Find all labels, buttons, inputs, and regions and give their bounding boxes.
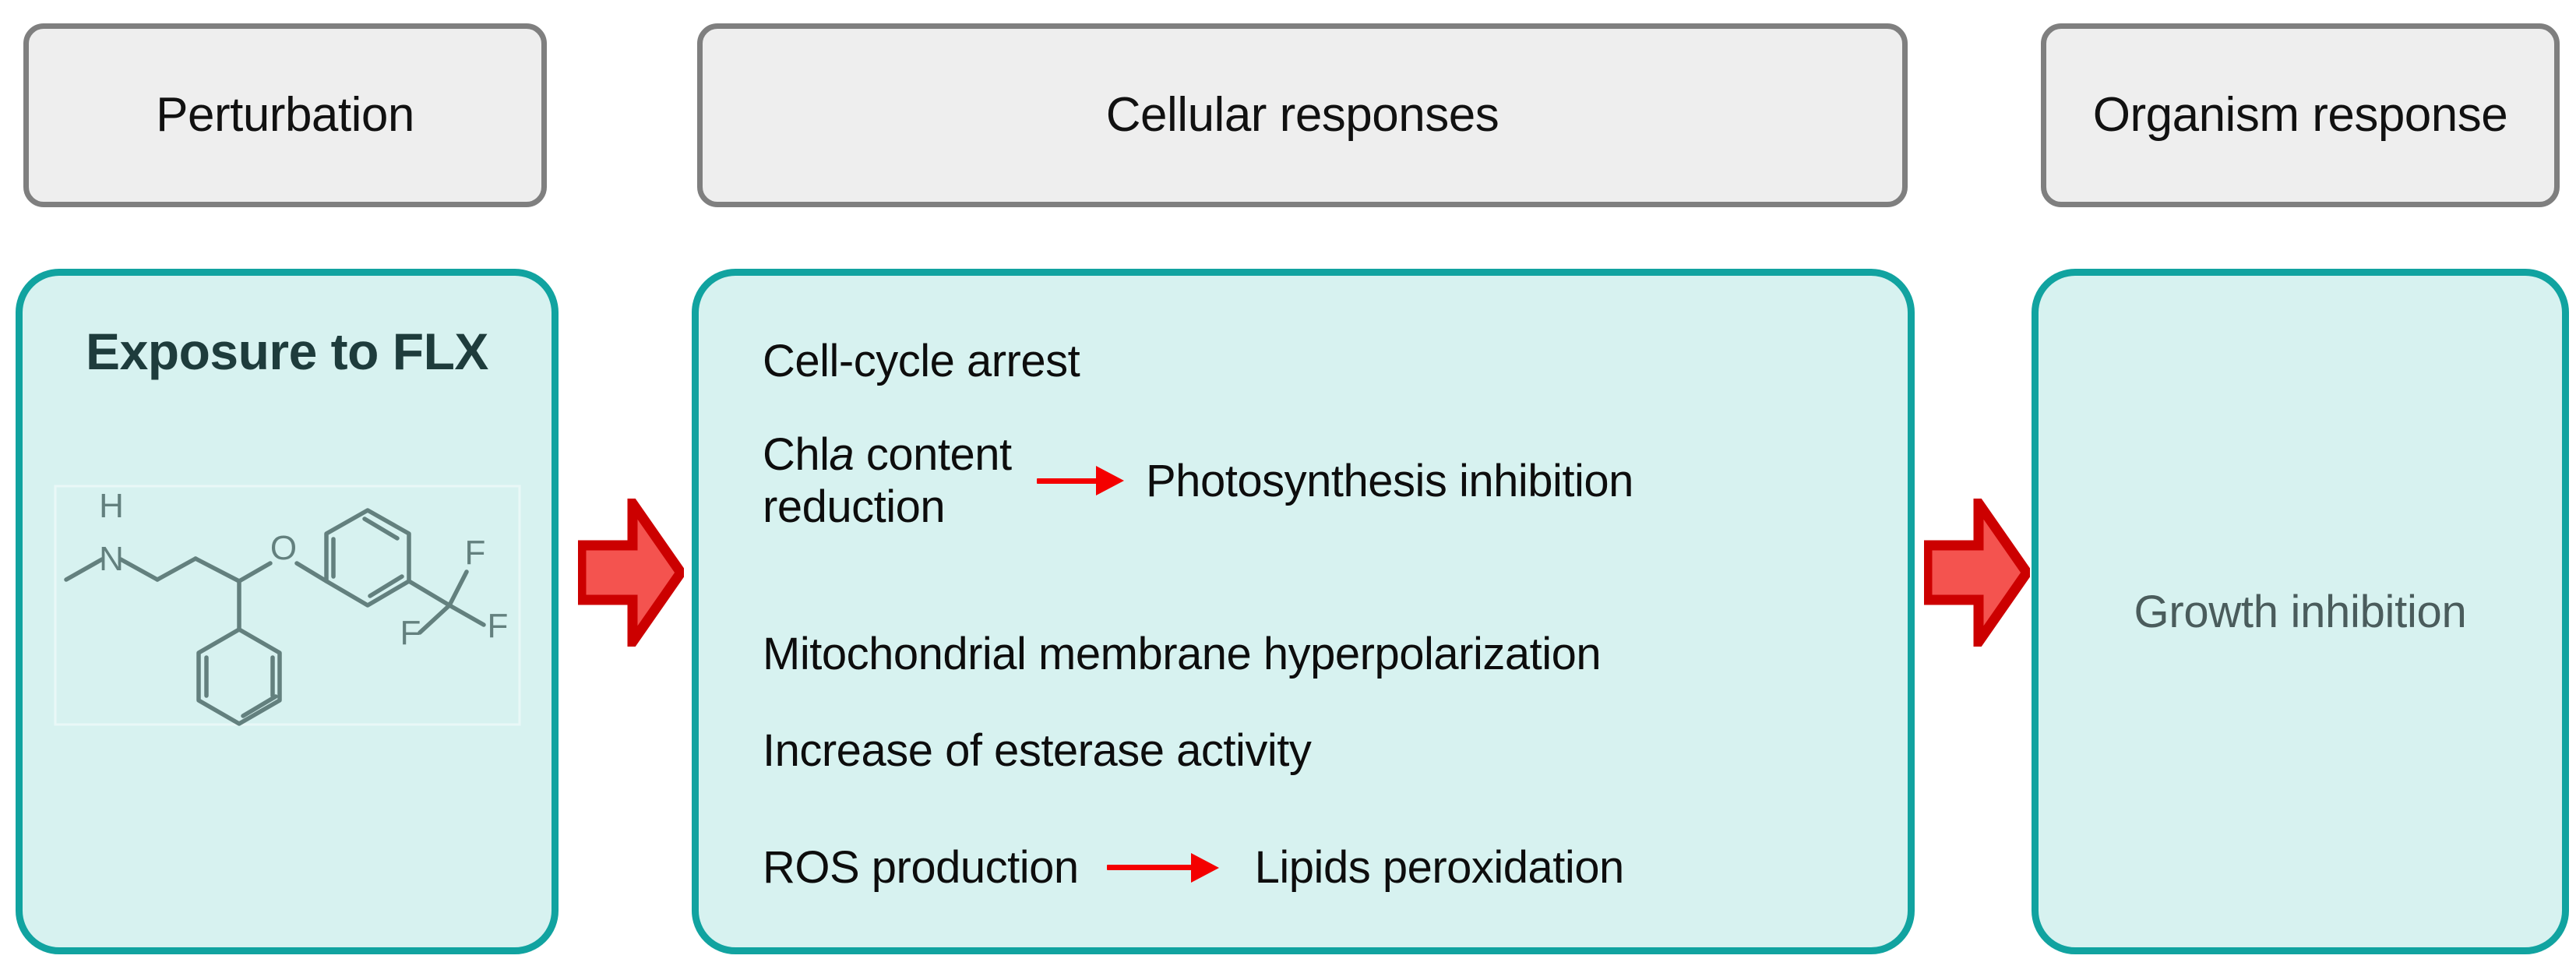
arrow-shaft — [1106, 865, 1193, 871]
growth-inhibition-label: Growth inhibition — [2134, 586, 2467, 637]
exposure-title: Exposure to FLX — [86, 323, 488, 380]
header-perturbation-label: Perturbation — [156, 88, 414, 143]
panel-cellular-responses: Cell-cycle arrest Chla content reduction… — [692, 269, 1915, 954]
lipids-peroxidation-label: Lipids peroxidation — [1254, 842, 1625, 893]
svg-text:O: O — [270, 529, 297, 567]
list-item-mitochondrial-hyperpolarization: Mitochondrial membrane hyperpolarization — [763, 628, 1602, 680]
chla-reduction-label: Chla content reduction — [763, 428, 1020, 534]
list-item-ros-production: ROS production Lipids peroxidation — [763, 841, 1624, 894]
ros-production-label: ROS production — [763, 842, 1079, 893]
arrow-shaft — [1037, 478, 1098, 484]
red-block-arrow-cellular-to-organism — [1924, 499, 2030, 647]
header-organism-response-label: Organism response — [2092, 88, 2508, 143]
chla-italic-a: a — [829, 429, 855, 480]
list-item-chla-reduction: Chla content reduction Photosynthesis in… — [763, 428, 1633, 534]
svg-text:F: F — [488, 607, 509, 645]
red-block-arrow-exposure-to-cellular — [578, 499, 684, 647]
header-cellular-responses: Cellular responses — [697, 23, 1908, 207]
list-item-esterase-activity: Increase of esterase activity — [763, 724, 1312, 777]
fluoxetine-molecule-icon: H N O F F F — [54, 485, 521, 726]
header-cellular-responses-label: Cellular responses — [1105, 88, 1499, 143]
esterase-activity-label: Increase of esterase activity — [763, 725, 1312, 776]
header-perturbation: Perturbation — [23, 23, 547, 207]
svg-text:H: H — [99, 487, 124, 525]
svg-text:N: N — [99, 540, 124, 578]
arrow-head — [1096, 466, 1124, 496]
cell-cycle-arrest-label: Cell-cycle arrest — [763, 336, 1080, 386]
svg-text:F: F — [465, 534, 486, 572]
list-item-cell-cycle-arrest: Cell-cycle arrest — [763, 335, 1080, 387]
chla-suffix: content reduction — [763, 429, 1012, 533]
red-arrow-right-icon-chla — [1037, 466, 1124, 496]
arrow-head — [1190, 852, 1219, 883]
photosynthesis-inhibition-label: Photosynthesis inhibition — [1146, 455, 1633, 506]
mitochondrial-hyperpolarization-label: Mitochondrial membrane hyperpolarization — [763, 629, 1602, 679]
panel-organism-response: Growth inhibition — [2032, 269, 2569, 954]
header-organism-response: Organism response — [2041, 23, 2560, 207]
chla-prefix: Chl — [763, 429, 830, 480]
panel-exposure: Exposure to FLX — [16, 269, 559, 954]
svg-text:F: F — [400, 614, 421, 652]
red-arrow-right-icon-ros — [1106, 852, 1219, 883]
cellular-response-list: Cell-cycle arrest Chla content reduction… — [699, 276, 1908, 947]
